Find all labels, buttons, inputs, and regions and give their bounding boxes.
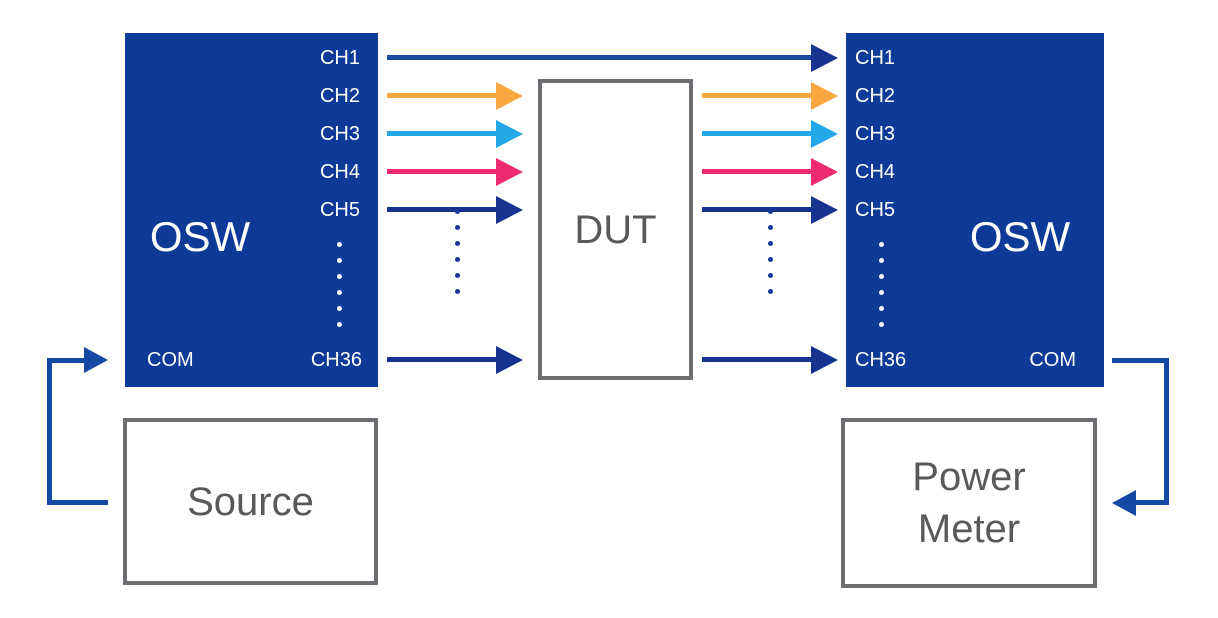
powermeter-connector-bottom-segment (1136, 500, 1169, 505)
ch5-arrowhead-left-icon (496, 196, 523, 224)
ch3-arrowhead-right-icon (811, 120, 838, 148)
left-osw-ch36-label: CH36 (310, 349, 362, 371)
ch36-arrow-right-shaft (702, 357, 812, 362)
ellipsis-dot (455, 225, 460, 230)
ellipsis-dot (455, 209, 460, 214)
left-osw-com-label: COM (147, 349, 194, 371)
ellipsis-dot (337, 242, 342, 247)
ellipsis-dot (768, 257, 773, 262)
left-osw-ch2-label: CH2 (319, 85, 360, 107)
left-osw-ellipsis-dots (337, 242, 342, 327)
right-osw-label: OSW (969, 213, 1071, 260)
ch4-arrow-right-shaft (702, 169, 812, 174)
left-gap-ellipsis-dots (455, 209, 460, 294)
left-osw-ch4-label: CH4 (319, 161, 360, 183)
right-osw-ch2-label: CH2 (855, 85, 896, 107)
dut-label: DUT (574, 207, 657, 252)
ch4-arrowhead-right-icon (811, 158, 838, 186)
ch3-arrow-right-shaft (702, 131, 812, 136)
ellipsis-dot (879, 242, 884, 247)
left-osw-ch1-label: CH1 (319, 47, 360, 69)
powermeter-connector-top-segment (1112, 358, 1169, 363)
ch5-arrow-left-shaft (387, 207, 497, 212)
ellipsis-dot (768, 289, 773, 294)
source-connector-bottom-segment (47, 500, 108, 505)
ellipsis-dot (337, 258, 342, 263)
ellipsis-dot (768, 273, 773, 278)
ch36-arrow-left-shaft (387, 357, 497, 362)
ch36-arrowhead-right-icon (811, 346, 838, 374)
ellipsis-dot (337, 322, 342, 327)
ch5-arrow-right-shaft (702, 207, 812, 212)
right-osw-ch36-label: CH36 (855, 349, 907, 371)
ellipsis-dot (455, 289, 460, 294)
ellipsis-dot (768, 209, 773, 214)
source-connector-vertical-segment (47, 358, 52, 505)
com-to-powermeter-arrowhead-icon (1112, 490, 1136, 516)
left-osw-ch3-label: CH3 (319, 123, 360, 145)
ellipsis-dot (337, 306, 342, 311)
power-meter-label-line2: Meter (917, 507, 1021, 551)
ellipsis-dot (879, 322, 884, 327)
ellipsis-dot (768, 225, 773, 230)
ch1-arrowhead-icon (811, 44, 838, 72)
ellipsis-dot (455, 257, 460, 262)
right-osw-ch1-label: CH1 (855, 47, 896, 69)
right-osw-ch4-label: CH4 (855, 161, 896, 183)
source-to-com-arrowhead-icon (84, 347, 108, 373)
left-osw-label: OSW (149, 213, 251, 260)
ch2-arrow-right-shaft (702, 93, 812, 98)
ch36-arrowhead-left-icon (496, 346, 523, 374)
ellipsis-dot (455, 241, 460, 246)
ellipsis-dot (879, 306, 884, 311)
ellipsis-dot (879, 274, 884, 279)
ellipsis-dot (455, 273, 460, 278)
ch3-arrowhead-left-icon (496, 120, 523, 148)
right-osw-ch3-label: CH3 (855, 123, 896, 145)
ch5-arrowhead-right-icon (811, 196, 838, 224)
power-meter-box: Power Meter (841, 418, 1097, 588)
ch4-arrowhead-left-icon (496, 158, 523, 186)
ellipsis-dot (879, 290, 884, 295)
left-osw-ch5-label: CH5 (319, 199, 360, 221)
ellipsis-dot (768, 241, 773, 246)
source-box: Source (123, 418, 378, 585)
right-osw-com-label: COM (1029, 349, 1076, 371)
right-osw-ch5-label: CH5 (855, 199, 896, 221)
source-connector-top-segment (47, 358, 84, 363)
ellipsis-dot (337, 274, 342, 279)
ch3-arrow-left-shaft (387, 131, 497, 136)
ch1-line (387, 55, 811, 60)
left-osw-box: OSW CH1 CH2 CH3 CH4 CH5 CH36 COM (125, 33, 378, 387)
ellipsis-dot (337, 290, 342, 295)
ellipsis-dot (879, 258, 884, 263)
right-gap-ellipsis-dots (768, 209, 773, 294)
right-osw-ellipsis-dots (879, 242, 884, 327)
powermeter-connector-vertical-segment (1164, 358, 1169, 505)
right-osw-box: OSW CH1 CH2 CH3 CH4 CH5 CH36 COM (846, 33, 1104, 387)
ch4-arrow-left-shaft (387, 169, 497, 174)
ch2-arrowhead-right-icon (811, 82, 838, 110)
ch2-arrowhead-left-icon (496, 82, 523, 110)
power-meter-label-line1: Power (912, 455, 1026, 499)
ch2-arrow-left-shaft (387, 93, 497, 98)
dut-box: DUT (538, 79, 693, 380)
source-label: Source (187, 479, 314, 524)
